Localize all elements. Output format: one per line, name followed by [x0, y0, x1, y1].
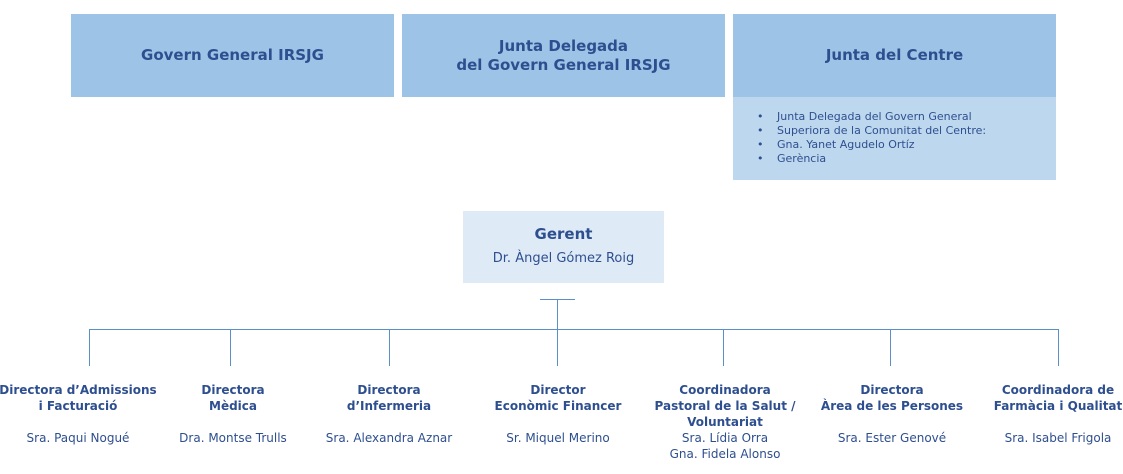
member-label: Superiora de la Comunitat del Centre: — [777, 124, 987, 137]
role-person: Sra. Isabel Frigola — [1004, 431, 1112, 445]
role-person: Sr. Miquel Merino — [506, 431, 610, 445]
director-admissions: Directora d’Admissions i Facturació Sra.… — [0, 382, 158, 446]
bullet-icon: • — [757, 110, 764, 123]
role-title: Directora d’Admissions i Facturació — [0, 383, 157, 413]
gerent-title: Gerent — [534, 225, 593, 243]
member-label: Gerència — [777, 152, 827, 165]
role-title: Coordinadora Pastoral de la Salut / Volu… — [654, 383, 796, 429]
bullet-icon: • — [757, 124, 764, 137]
bullet-icon: • — [757, 138, 764, 151]
junta-delegada-box: Junta Delegada del Govern General IRSJG — [402, 14, 725, 97]
member-label: Junta Delegada del Govern General — [777, 110, 972, 123]
role-title: Directora d’Infermeria — [346, 383, 432, 413]
role-person: Sra. Lídia Orra Gna. Fidela Alonso — [669, 431, 781, 461]
role-title: Director Econòmic Financer — [494, 383, 622, 413]
role-person: Sra. Ester Genové — [837, 431, 947, 445]
list-item: • Gerència — [757, 152, 986, 166]
coordinator-pastoral: Coordinadora Pastoral de la Salut / Volu… — [645, 382, 805, 462]
bullet-icon: • — [757, 152, 764, 165]
list-item: • Superiora de la Comunitat del Centre: — [757, 124, 987, 138]
coordinator-farmacia: Coordinadora de Farmàcia i Qualitat Sra.… — [978, 382, 1123, 446]
gerent-name: Dr. Àngel Gómez Roig — [492, 251, 635, 266]
junta-centre-members-list: • Junta Delegada del Govern General • Supe… — [757, 110, 987, 166]
role-person: Sra. Alexandra Aznar — [325, 431, 453, 445]
director-persones: Directora Àrea de les Persones Sra. Este… — [812, 382, 972, 446]
junta-delegada-label: Junta Delegada del Govern General IRSJG — [456, 36, 671, 74]
role-person: Dra. Montse Trulls — [179, 431, 287, 445]
govern-general-label: Govern General IRSJG — [141, 46, 324, 64]
director-infermeria: Directora d’Infermeria Sra. Alexandra Az… — [309, 382, 469, 446]
junta-centre-members-panel: • Junta Delegada del Govern General • Supe… — [733, 97, 1056, 180]
role-person: Sra. Paqui Nogué — [26, 431, 130, 445]
role-title: Directora Mèdica — [201, 383, 265, 413]
gerent-box: Gerent Dr. Àngel Gómez Roig — [463, 211, 664, 283]
director-economic: Director Econòmic Financer Sr. Miquel Me… — [478, 382, 638, 446]
list-item: • Gna. Yanet Agudelo Ortíz — [757, 138, 986, 152]
role-title: Directora Àrea de les Persones — [820, 383, 964, 413]
junta-centre-label: Junta del Centre — [825, 46, 964, 64]
govern-general-box: Govern General IRSJG — [71, 14, 394, 97]
role-title: Coordinadora de Farmàcia i Qualitat — [993, 383, 1123, 413]
member-label: Gna. Yanet Agudelo Ortíz — [777, 138, 915, 151]
junta-centre-box: Junta del Centre — [733, 14, 1056, 97]
list-item: • Junta Delegada del Govern General — [757, 110, 986, 124]
director-medica: Directora Mèdica Dra. Montse Trulls — [153, 382, 313, 446]
